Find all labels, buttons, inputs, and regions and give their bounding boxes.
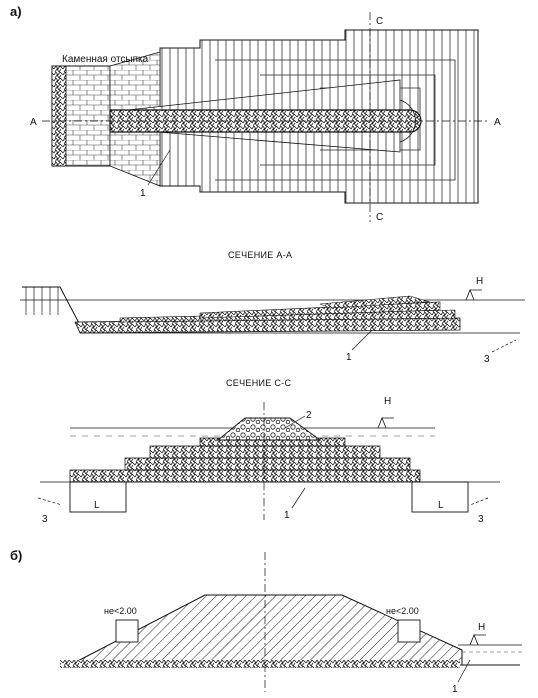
part-a-label: а): [10, 4, 22, 19]
section-cc-callout-3-left: 3: [42, 514, 48, 525]
section-cc-water-level: Н: [384, 396, 391, 407]
section-aa-water-level: Н: [476, 276, 483, 287]
section-a-right-label: А: [494, 117, 501, 128]
plan-view: [42, 12, 488, 222]
section-a-left-label: А: [30, 117, 37, 128]
section-cc-callout-2: 2: [306, 410, 312, 421]
section-cc-length-right: L: [438, 500, 444, 511]
section-aa-callout-1: 1: [346, 352, 352, 363]
section-cc-length-left: L: [94, 500, 100, 511]
section-aa-title: СЕЧЕНИЕ А-А: [228, 250, 292, 260]
part-b-label: б): [10, 548, 22, 563]
section-c-bottom-label: С: [376, 212, 383, 223]
section-aa-callout-3: 3: [484, 354, 490, 365]
section-c-top-label: С: [376, 16, 383, 27]
part-b-dim-left: не<2.00: [104, 606, 137, 616]
section-cc-callout-3-right: 3: [478, 514, 484, 525]
crest-mound: [216, 417, 322, 441]
section-cc-drawing: [37, 402, 500, 520]
stone-fill-label: Каменная отсыпка: [62, 54, 149, 65]
section-aa-drawing: [20, 286, 525, 353]
section-cc-title: СЕЧЕНИЕ С-С: [226, 378, 291, 388]
part-b-callout-1: 1: [452, 684, 458, 695]
part-b-dim-right: не<2.00: [386, 606, 419, 616]
part-b-water-level: Н: [478, 622, 485, 633]
section-cc-callout-1: 1: [284, 510, 290, 521]
callout-1-plan: 1: [140, 188, 146, 199]
part-b-drawing: [60, 552, 522, 692]
